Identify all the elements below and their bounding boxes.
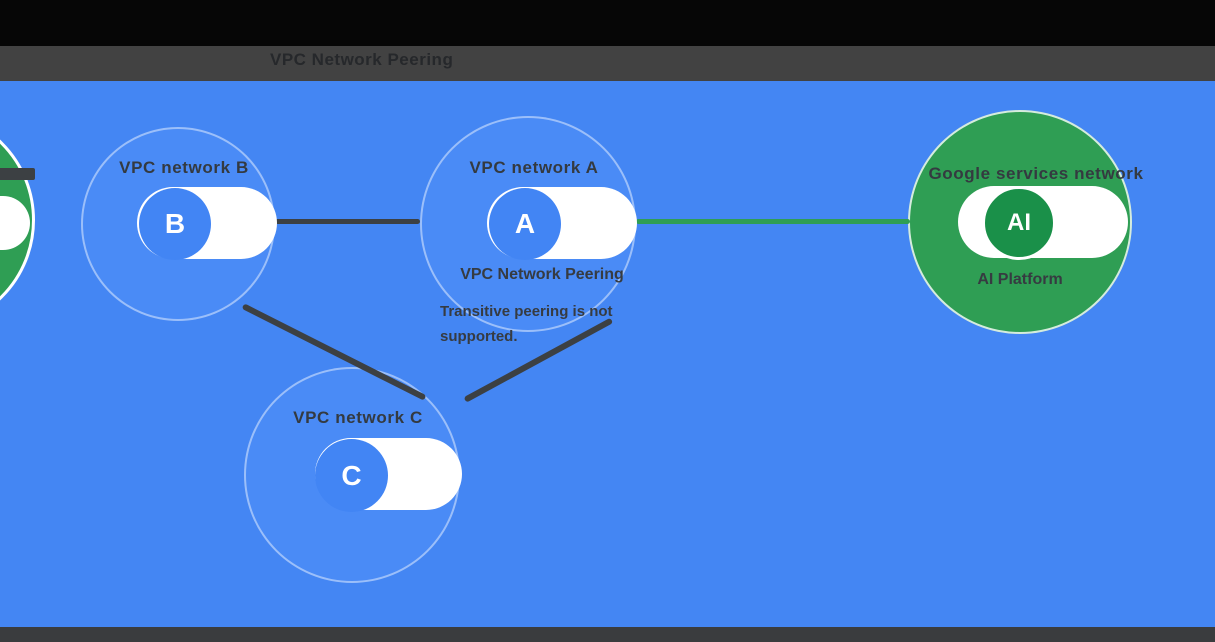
network-a-badge: A bbox=[489, 188, 561, 260]
network-a-label: VPC network A bbox=[469, 158, 599, 177]
peering-line-a-google bbox=[636, 219, 910, 224]
peering-sublabel: VPC Network Peering bbox=[460, 266, 624, 283]
ai-platform-badge: AI bbox=[982, 186, 1056, 260]
transitive-peering-note: Transitive peering is not supported. bbox=[440, 303, 613, 345]
network-c-badge: C bbox=[315, 439, 388, 512]
peering-line-b-a bbox=[275, 219, 420, 224]
header-bar bbox=[0, 46, 1215, 81]
network-c-label: VPC network C bbox=[293, 408, 423, 427]
header-top-bar bbox=[0, 0, 1215, 46]
left-producer-label-fragment bbox=[0, 168, 35, 180]
footer-bar bbox=[0, 627, 1215, 642]
network-b-label: VPC network B bbox=[119, 158, 249, 177]
ai-platform-sublabel: AI Platform bbox=[977, 271, 1063, 288]
network-b-badge: B bbox=[139, 188, 211, 260]
diagram-title: VPC Network Peering bbox=[270, 50, 454, 69]
google-network-label: Google services network bbox=[928, 164, 1144, 183]
